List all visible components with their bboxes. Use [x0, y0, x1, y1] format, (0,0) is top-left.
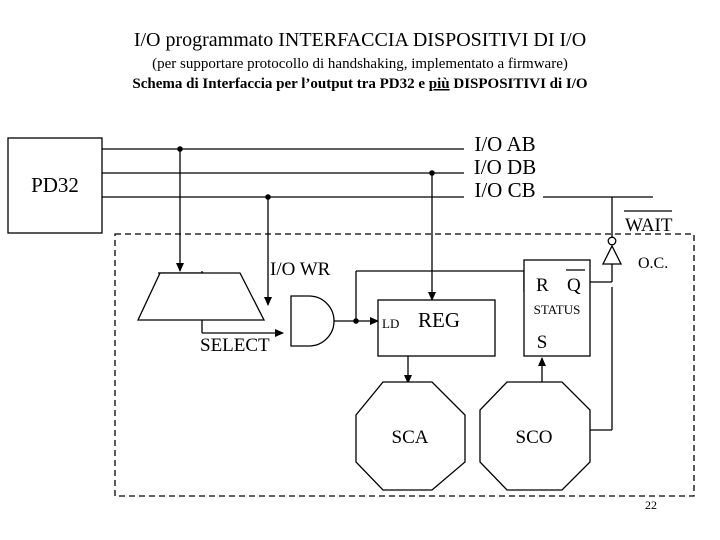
status-q-label: Q: [567, 275, 581, 296]
address-decoder-body: [136, 272, 266, 321]
sca-label: SCA: [392, 427, 429, 448]
reg-label: REG: [418, 308, 460, 332]
status-box: [523, 259, 591, 357]
status-r-label: R: [536, 275, 549, 296]
bus-label-ab: I/O AB: [474, 132, 535, 156]
sco-label: SCO: [516, 427, 553, 448]
sco-octagon: [479, 381, 591, 491]
slide-subtitle-2: Schema di Interfaccia per l’output tra P…: [132, 76, 587, 92]
ld-label: LD: [382, 316, 399, 331]
and-gate: [290, 295, 335, 347]
interface-boundary: [114, 233, 695, 497]
status-name-label: STATUS: [534, 302, 581, 317]
sca-octagon: [355, 381, 466, 491]
pd32-label: PD32: [31, 173, 79, 197]
status-s-label: S: [537, 332, 548, 353]
slide-subtitle: (per supportare protocollo di handshakin…: [152, 56, 568, 72]
bus-label-db: I/O DB: [474, 155, 536, 179]
oc-label: O.C.: [638, 255, 668, 272]
select-label: SELECT: [200, 335, 270, 356]
io-wr-label: I/O WR: [270, 259, 331, 280]
wait-label: WAIT: [625, 215, 673, 236]
reg-box: [377, 299, 496, 357]
oc-bubble: [607, 236, 617, 246]
pd32-box: [7, 137, 103, 234]
oc-buffer: [601, 244, 623, 265]
bus-label-cb: I/O CB: [474, 178, 535, 202]
slide-title: I/O programmato INTERFACCIA DISPOSITIVI …: [134, 29, 586, 51]
page-number: 22: [645, 498, 657, 512]
